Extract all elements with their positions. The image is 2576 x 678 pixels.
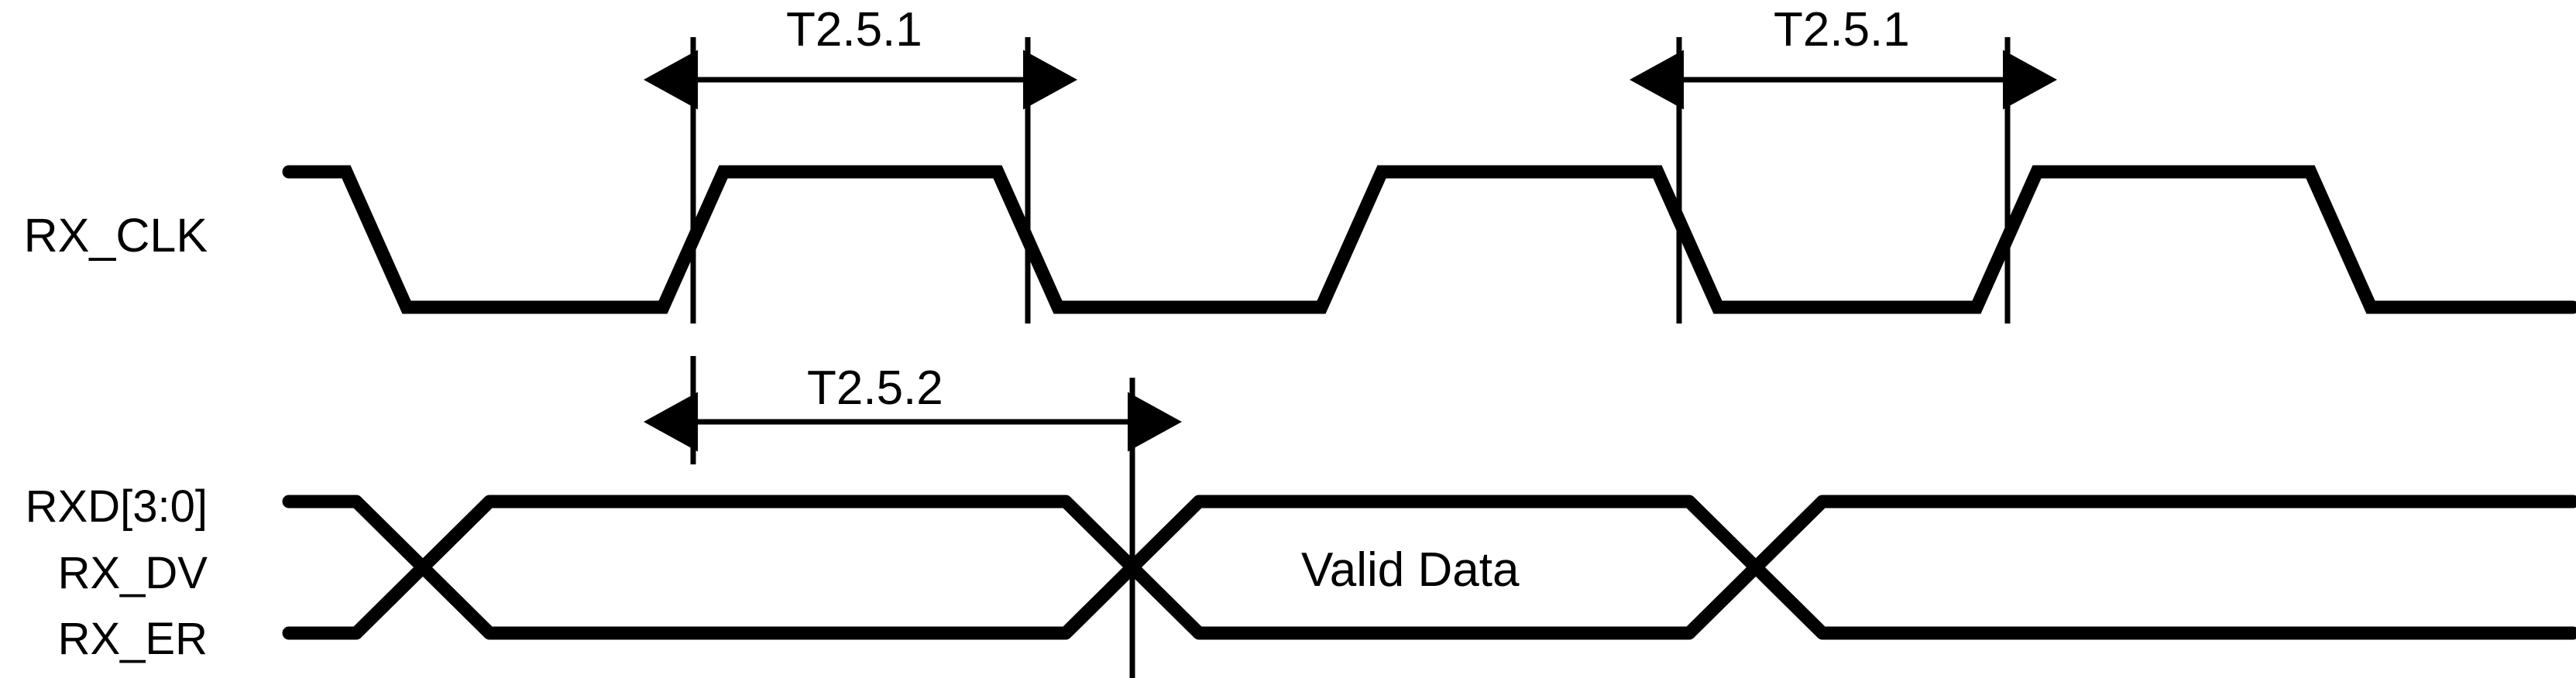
signal-label-rx-clk: RX_CLK <box>23 209 208 262</box>
bus-cell-label-valid-data: Valid Data <box>1301 543 1520 597</box>
dimension-label-t251-first: T2.5.1 <box>786 3 922 56</box>
dimension-label-t251-second: T2.5.1 <box>1774 3 1910 56</box>
annotation-t252 <box>644 356 1182 678</box>
rxd-bus-crossing <box>352 496 494 639</box>
signal-label-rxd: RXD[3:0] <box>25 481 208 532</box>
signal-label-rx-dv: RX_DV <box>57 548 208 598</box>
annotation-t251-first <box>644 37 1077 324</box>
signal-label-rx-er: RX_ER <box>57 614 208 664</box>
annotation-t251-second <box>1630 37 2057 324</box>
rx-clk-waveform <box>282 165 2576 314</box>
dimension-label-t252: T2.5.2 <box>807 361 943 415</box>
rx-clk-trace <box>282 165 2576 314</box>
rxd-bus-crossing <box>1685 496 1827 639</box>
